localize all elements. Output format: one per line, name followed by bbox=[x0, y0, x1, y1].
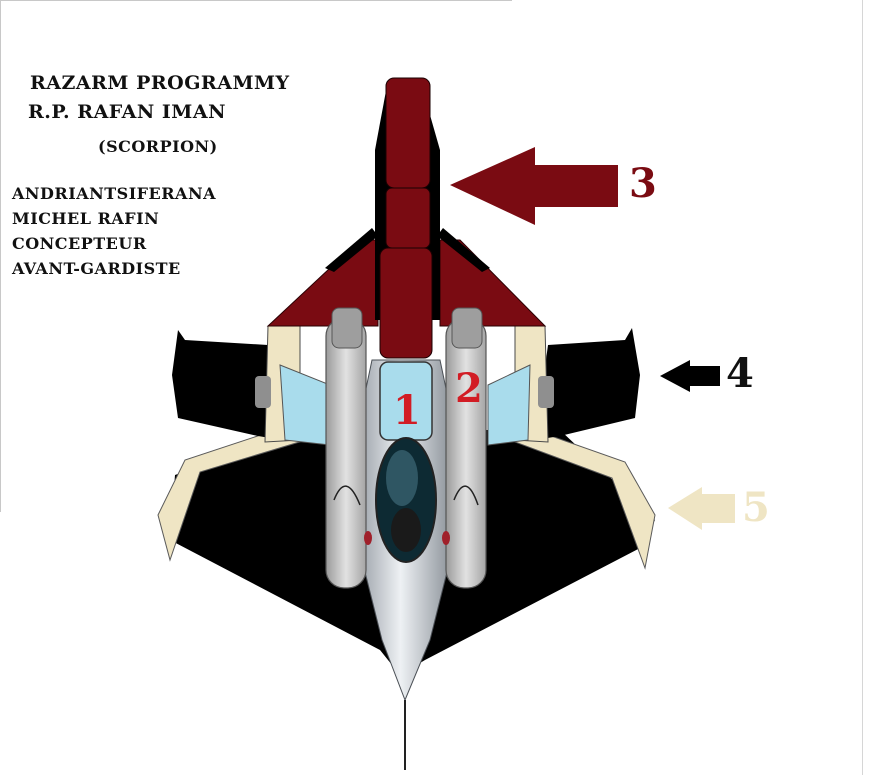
engine-pod-left bbox=[325, 317, 367, 589]
credit-role-2: AVANT-GARDISTE bbox=[12, 259, 181, 278]
marker-2: 2 bbox=[455, 365, 483, 412]
program-title: RAZARM PROGRAMMY bbox=[30, 72, 290, 94]
marker-4: 4 bbox=[726, 350, 754, 397]
marker-1: 1 bbox=[393, 387, 421, 434]
nose-marking-left bbox=[364, 531, 372, 545]
wing-edge-right bbox=[437, 228, 490, 272]
marker-3: 3 bbox=[629, 160, 657, 207]
arrow-3 bbox=[450, 147, 618, 225]
side-wing-right bbox=[535, 328, 640, 440]
side-grey-left bbox=[255, 376, 271, 408]
wing-edge-left bbox=[325, 228, 378, 272]
engine-pod-right bbox=[445, 317, 487, 589]
pilot-seat bbox=[391, 508, 421, 552]
marker-5: 5 bbox=[742, 484, 770, 531]
arrow-4 bbox=[660, 360, 720, 392]
canard-right bbox=[487, 364, 531, 446]
side-grey-right bbox=[538, 376, 554, 408]
canopy-glare bbox=[386, 450, 418, 506]
credit-name-1: ANDRIANTSIFERANA bbox=[12, 184, 216, 203]
program-subtitle: R.P. RAFAN IMAN bbox=[28, 101, 226, 123]
engine-intake-left bbox=[331, 307, 363, 349]
spine-segment-mid bbox=[385, 187, 431, 249]
arrow-5 bbox=[668, 487, 735, 530]
nose-marking-right bbox=[442, 531, 450, 545]
pod-panel-right bbox=[453, 485, 479, 506]
spine-segment-top bbox=[385, 77, 431, 189]
side-wing-left bbox=[172, 330, 282, 440]
credit-role-1: CONCEPTEUR bbox=[12, 234, 147, 253]
spine-segment-low bbox=[379, 247, 433, 359]
program-codename: (SCORPION) bbox=[98, 137, 218, 156]
credit-name-2: MICHEL RAFIN bbox=[12, 209, 160, 228]
pod-panel-left bbox=[333, 485, 361, 506]
engine-intake-right bbox=[451, 307, 483, 349]
